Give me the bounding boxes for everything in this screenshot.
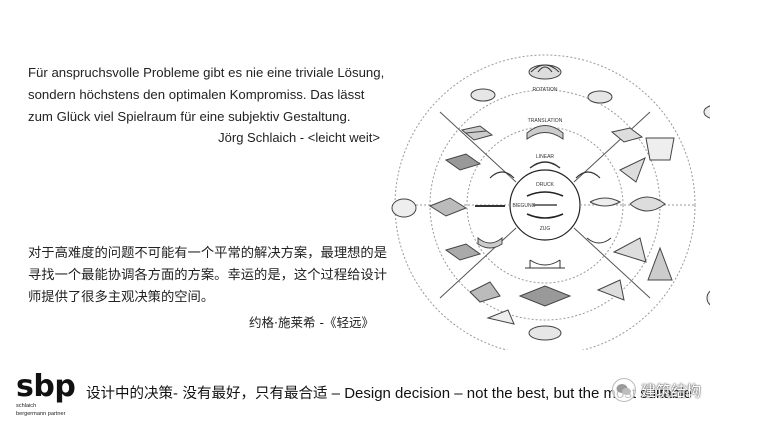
quote-chinese-line: 师提供了很多主观决策的空间。 bbox=[28, 290, 215, 305]
dome-grid-icon bbox=[530, 64, 560, 73]
shell-icon bbox=[470, 88, 496, 102]
outer-ring bbox=[394, 54, 696, 350]
logo-subline: schlaich bbox=[16, 403, 37, 409]
quote-german-attribution: Jörg Schlaich - <leicht weit> bbox=[218, 130, 380, 145]
divider-line bbox=[573, 111, 651, 183]
label-translation: TRANSLATION bbox=[528, 118, 563, 124]
logo-subline: bergermann partner bbox=[16, 410, 66, 417]
net-tower-icon bbox=[647, 246, 673, 281]
plate-icon bbox=[444, 243, 482, 261]
quote-chinese-attribution: 约格·施莱希 -《轻远》 bbox=[249, 315, 374, 330]
caption-english: – Design decision – not the best, but th… bbox=[327, 385, 692, 402]
quote-chinese-line: 对于高难度的问题不可能有一个平常的解决方案，最理想的是 bbox=[28, 246, 388, 261]
label-biegung: BIEGUNG bbox=[512, 203, 535, 209]
plate-icon bbox=[444, 153, 482, 171]
label-druck: DRUCK bbox=[536, 182, 554, 188]
shell-icon bbox=[526, 125, 564, 140]
cable-roof-icon bbox=[518, 285, 572, 307]
quote-chinese-line: 寻找一个最能协调各方面的方案。幸运的是，这个过程给设计 bbox=[28, 268, 388, 283]
quote-chinese: 对于高难度的问题不可能有一个平常的解决方案，最理想的是 寻找一个最能协调各方面的… bbox=[28, 243, 388, 309]
shell-icon bbox=[587, 90, 613, 104]
quote-german-line: Für anspruchsvolle Probleme gibt es nie … bbox=[28, 65, 385, 80]
caption-chinese: 设计中的决策- 没有最好，只有最合适 bbox=[86, 386, 328, 402]
tensile-icon bbox=[596, 279, 625, 301]
quote-german-line: zum Glück viel Spielraum für eine subjek… bbox=[28, 109, 351, 124]
bridge-icon bbox=[525, 259, 565, 269]
zug-arc bbox=[526, 213, 564, 219]
sbp-logo: sbp schlaich bergermann partner bbox=[16, 372, 86, 417]
suspension-icon bbox=[586, 237, 612, 244]
arch-icon bbox=[575, 171, 601, 179]
grid-shell-icon bbox=[460, 125, 494, 141]
watermark-text: 建筑结构 bbox=[641, 381, 702, 400]
cable-wheel-icon bbox=[528, 325, 562, 341]
divider-line bbox=[573, 227, 651, 299]
caption: 设计中的决策- 没有最好，只有最合适 – Design decision – n… bbox=[86, 382, 692, 403]
plate-icon bbox=[391, 198, 417, 218]
suspension-icon bbox=[477, 236, 503, 249]
disk-icon bbox=[706, 290, 710, 306]
tensile-icon bbox=[486, 309, 515, 325]
label-zug: ZUG bbox=[540, 226, 551, 232]
grid-shell-icon bbox=[610, 127, 644, 143]
watermark: 建筑结构 bbox=[612, 372, 760, 408]
divider-line bbox=[439, 111, 517, 183]
label-rotation: ROTATION bbox=[532, 87, 557, 93]
membrane-icon bbox=[589, 197, 622, 207]
membrane-icon bbox=[629, 196, 666, 212]
ring-icon bbox=[703, 105, 710, 119]
structure-typology-diagram: ROTATION TRANSLATION LINEAR DRUCK BIEGUN… bbox=[391, 54, 710, 350]
arch-icon bbox=[529, 161, 561, 169]
quote-german: Für anspruchsvolle Probleme gibt es nie … bbox=[28, 62, 385, 128]
arch-icon bbox=[489, 171, 515, 179]
tensile-icon bbox=[469, 281, 501, 303]
inner-ring bbox=[466, 126, 624, 284]
logo-mark: sbp bbox=[16, 369, 76, 404]
quote-german-line: sondern höchstens den optimalen Kompromi… bbox=[28, 87, 365, 102]
divider-line bbox=[439, 227, 517, 299]
wechat-icon bbox=[612, 378, 636, 402]
cable-net-icon bbox=[612, 237, 647, 263]
label-linear: LINEAR bbox=[536, 154, 554, 160]
plate-icon bbox=[428, 197, 468, 217]
druck-arc bbox=[526, 191, 564, 197]
tower-icon bbox=[645, 137, 675, 161]
membrane-icon bbox=[619, 157, 646, 183]
